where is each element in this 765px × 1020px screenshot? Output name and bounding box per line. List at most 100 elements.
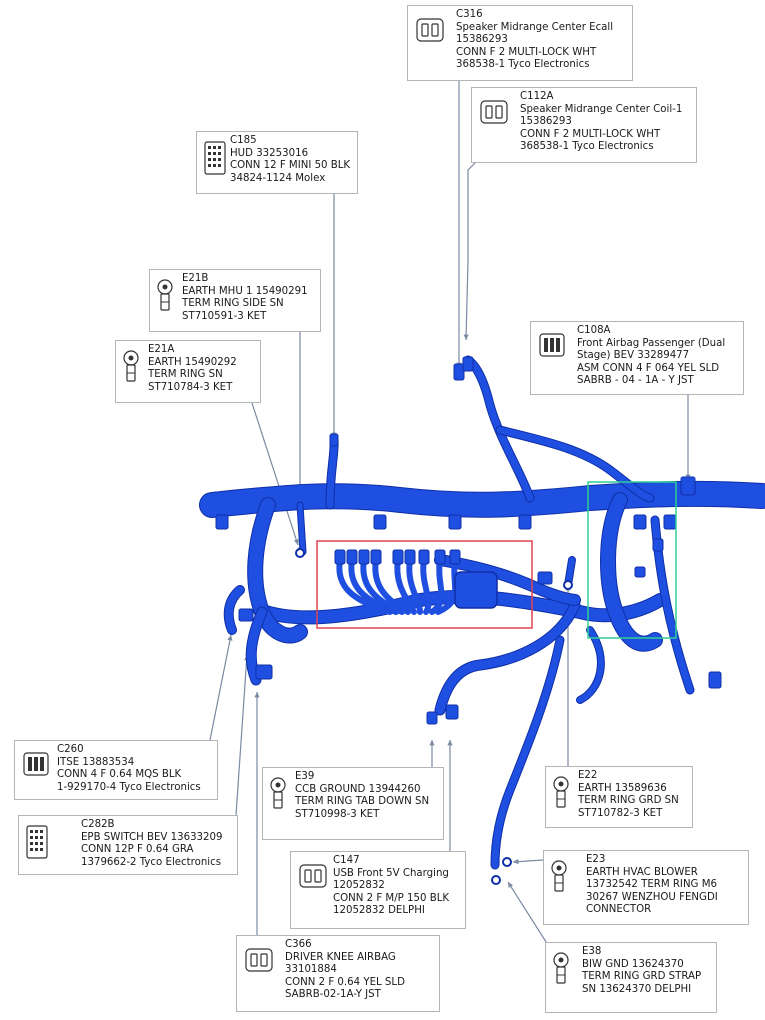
callout-line: ST710782-3 KET	[578, 807, 663, 819]
callout-line: 12052832	[333, 880, 385, 892]
leader-arrow-e39	[429, 740, 435, 746]
callout-line: 12052832 DELPHI	[333, 905, 425, 917]
callout-line: HUD 33253016	[230, 147, 309, 159]
callout-id: E22	[578, 770, 598, 781]
callout-line: TERM RING SN	[148, 369, 223, 381]
fan-connector-5	[392, 549, 404, 565]
connector-right-end	[708, 671, 722, 689]
callout-line: CONNECTOR	[586, 904, 652, 916]
connector-mid-right	[537, 571, 553, 585]
connector-2pin-icon	[243, 944, 275, 980]
trunk-clip-5	[633, 514, 647, 530]
connector-c366	[255, 664, 273, 680]
harness-fan-wire-4	[372, 557, 411, 615]
callout-line: CCB GROUND 13944260	[295, 783, 421, 795]
connector-c316	[453, 363, 465, 381]
connector-right-clip	[652, 538, 664, 552]
callout-line: SN 13624370 DELPHI	[582, 983, 692, 995]
callout-line: Front Airbag Passenger (Dual	[577, 337, 726, 349]
callout-line: 15386293	[520, 116, 572, 128]
callout-id: E21B	[182, 273, 209, 284]
trunk-clip-3	[448, 514, 462, 530]
harness-right-loop	[601, 493, 662, 651]
ring-terminal-icon	[552, 775, 570, 815]
connector-c108a	[680, 476, 696, 496]
callout-id: C112A	[520, 91, 554, 102]
ring-e22	[563, 580, 573, 590]
callout-line: 13732542 TERM RING M6	[586, 879, 717, 891]
leader-line-c282b	[235, 654, 248, 816]
trunk-clip-6	[663, 514, 677, 530]
leader-line-e21a	[251, 402, 299, 546]
callout-line: EPB SWITCH BEV 13633209	[81, 831, 223, 843]
callout-id: E39	[295, 771, 315, 782]
connector-12pin-icon	[25, 824, 49, 864]
harness-lower-arm-3	[577, 627, 604, 703]
callout-line: 33101884	[285, 964, 337, 976]
callout-id: E21A	[148, 344, 175, 355]
callout-line: TERM RING GRD STRAP	[582, 971, 702, 983]
leader-arrow-c260	[227, 635, 233, 641]
leader-arrow-c112a	[463, 334, 469, 340]
callout-line: TERM RING GRD SN	[578, 795, 679, 807]
callout-id: C260	[57, 744, 84, 755]
callout-line: 15386293	[456, 34, 508, 46]
harness-fan-wire-5	[394, 557, 417, 615]
leader-line-c260	[209, 634, 232, 741]
fan-connector-7	[418, 549, 430, 565]
highlight-frames	[316, 481, 677, 639]
ring-terminal-icon	[156, 278, 174, 318]
ring-e23	[502, 857, 512, 867]
harness-left-branch	[224, 586, 244, 634]
connector-right-low	[634, 566, 646, 578]
leader-arrow-c366	[254, 692, 260, 698]
callout-line: CONN 2 F 0.64 YEL SLD	[285, 976, 405, 988]
callout-line: 30267 WENZHOU FENGDI	[586, 891, 718, 903]
leader-arrow-e38	[508, 882, 514, 888]
callout-id: C185	[230, 135, 257, 146]
callout-line: TERM RING SIDE SN	[182, 298, 284, 310]
callout-line: CONN 2 F M/P 150 BLK	[333, 892, 450, 904]
callout-id: C366	[285, 939, 312, 950]
callout-line: Stage) BEV 33289477	[577, 350, 690, 362]
harness-left-drop	[246, 607, 267, 685]
fan-connector-8	[434, 549, 446, 565]
trunk-clip-4	[518, 514, 532, 530]
callout-line: DRIVER KNEE AIRBAG	[285, 951, 396, 963]
callout-line: EARTH 15490292	[148, 356, 237, 368]
ring-terminal-icon	[122, 349, 140, 389]
callout-id: C282B	[81, 819, 115, 830]
fan-connector-3	[358, 549, 370, 565]
callout-line: CONN 12P F 0.64 GRA	[81, 844, 194, 856]
callout-id: C108A	[577, 325, 611, 336]
callout-line: SABRB - 04 - 1A - Y JST	[577, 375, 694, 387]
callout-line: SABRB-02-1A-Y JST	[285, 989, 381, 1001]
leader-line-c112a	[465, 162, 476, 341]
harness-fan-wire-6	[406, 557, 423, 615]
central-module	[454, 571, 498, 609]
connector-2pin-icon	[414, 14, 446, 50]
harness-trunk-main	[200, 481, 765, 517]
connector-c112a	[462, 356, 474, 372]
callout-line: EARTH HVAC BLOWER	[586, 866, 698, 878]
callout-line: ITSE 13883534	[57, 756, 135, 768]
callout-line: TERM RING TAB DOWN SN	[295, 796, 430, 808]
trunk-clip-2	[373, 514, 387, 530]
